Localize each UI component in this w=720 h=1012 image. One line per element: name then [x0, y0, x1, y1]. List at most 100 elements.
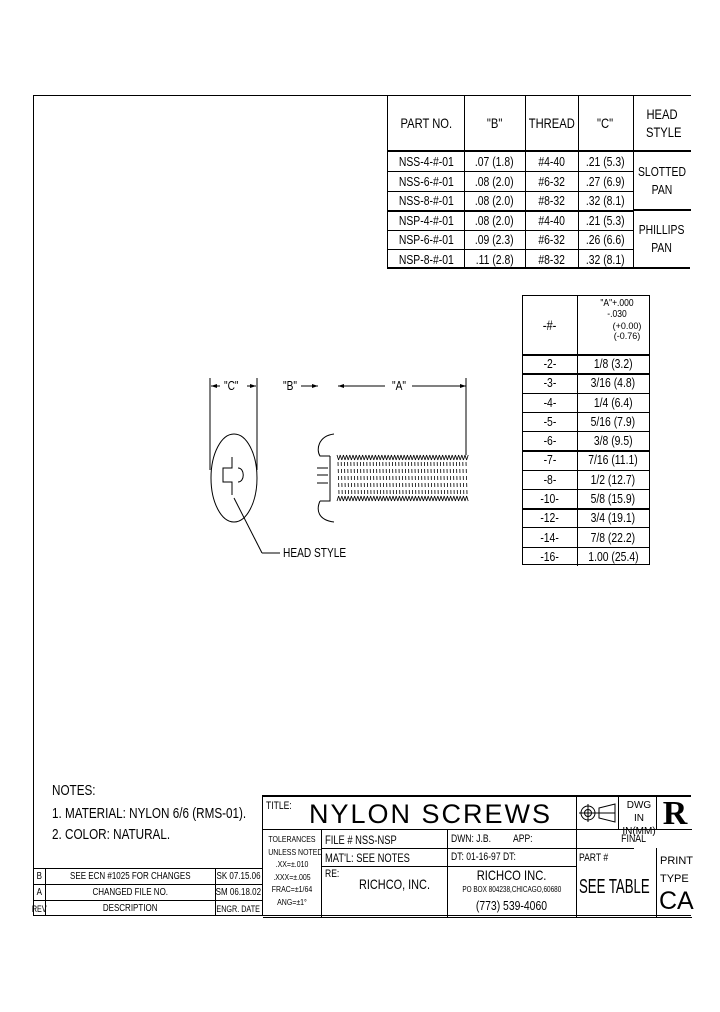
thread-line — [387, 495, 391, 502]
length-table-cell-text: 1/2 (12.7) — [590, 471, 636, 487]
thread-line — [411, 495, 415, 502]
part-table-cell-text: NSP-4-#-01 — [398, 212, 454, 228]
thread-line — [344, 495, 347, 502]
thread-line — [450, 454, 453, 461]
part-table-cell: NSP-4-#-01 — [388, 211, 464, 230]
thread-line — [338, 495, 341, 502]
thread-line — [464, 454, 467, 461]
company-name: RICHCO INC. — [476, 867, 547, 883]
thread-line — [445, 454, 448, 461]
thread-line — [401, 461, 404, 495]
note-2: 2. COLOR: NATURAL. — [52, 826, 171, 843]
part-table-cell-text: .11 (2.8) — [475, 251, 514, 267]
thread-line — [453, 454, 456, 461]
thread-line — [426, 495, 429, 502]
thread-line — [369, 461, 372, 495]
length-table-cell-text: -7- — [543, 452, 557, 468]
third-angle-projection-icon — [579, 803, 616, 823]
thread-line — [440, 461, 442, 495]
screw-drawing — [209, 378, 469, 554]
thread-line — [360, 495, 363, 502]
part-table-cell-text: NSP-8-#-01 — [398, 251, 454, 267]
thread-line — [464, 495, 467, 502]
length-table-cell-text: 3/16 (4.8) — [590, 375, 636, 391]
revision-description-text: CHANGED FILE NO. — [92, 887, 168, 898]
thread-line — [450, 495, 453, 502]
thread-line — [370, 495, 373, 502]
part-table-cell: .32 (8.1) — [578, 250, 633, 269]
revision-description: CHANGED FILE NO. — [45, 885, 215, 900]
length-table-cell: 5/16 (7.9) — [577, 412, 649, 431]
thread-line — [371, 495, 375, 502]
thread-line — [391, 454, 394, 461]
length-table-cell: -12- — [523, 508, 577, 527]
thread-line — [336, 454, 339, 461]
length-table-cell-text: -3- — [543, 375, 557, 391]
file-number: FILE # NSS-NSP — [325, 833, 397, 847]
thread-line — [350, 461, 353, 495]
length-table-cell: 1/2 (12.7) — [577, 470, 649, 489]
thread-line — [455, 495, 458, 502]
thread-line — [402, 495, 405, 502]
thread-line — [458, 495, 461, 502]
thread-line — [373, 454, 376, 461]
length-table-cell: -3- — [523, 373, 577, 392]
part-table-cell-text: #6-32 — [538, 232, 565, 247]
part-table-cell-text: NSS-8-#-01 — [398, 193, 454, 208]
length-table-cell-text: -10- — [540, 491, 560, 507]
revision-description: SEE ECN #1025 FOR CHANGES — [45, 869, 215, 884]
thread-line — [353, 461, 356, 495]
part-table-cell-text: NSP-6-#-01 — [398, 232, 454, 247]
part-table: PART NO. "B" THREAD "C" HEAD STYLE NSS-4… — [387, 95, 691, 269]
length-table-cell: 1.00 (25.4) — [577, 547, 649, 566]
head-style-phillips-pan: PHILLIPS PAN — [639, 221, 685, 255]
length-table-cell: 7/16 (11.1) — [577, 450, 649, 469]
thread-line — [389, 454, 392, 461]
part-table-cell-text: #8-32 — [538, 251, 565, 267]
header-b: "B" — [486, 115, 503, 131]
thread-line — [354, 454, 357, 461]
note-1: 1. MATERIAL: NYLON 6/6 (RMS-01). — [52, 805, 247, 822]
thread-line — [363, 454, 367, 461]
thread-line — [336, 495, 339, 502]
thread-line — [456, 461, 458, 495]
part-table-cell-text: .08 (2.0) — [475, 173, 514, 189]
part-table-cell: .09 (2.3) — [464, 230, 525, 249]
length-table-cell-text: -5- — [543, 413, 557, 429]
thread-line — [419, 495, 423, 502]
part-table-cell: #8-32 — [525, 191, 578, 210]
thread-line — [429, 495, 432, 502]
thread-line — [432, 454, 435, 461]
length-table-cell-text: -14- — [540, 529, 560, 545]
thread-line — [434, 454, 437, 461]
thread-line — [386, 495, 389, 502]
thread-line — [383, 454, 386, 461]
thread-line — [417, 461, 420, 495]
thread-line — [359, 454, 362, 461]
length-table-cell: -5- — [523, 412, 577, 431]
thread-line — [459, 495, 463, 502]
length-table-cell-text: -16- — [540, 548, 560, 564]
thread-line — [344, 454, 347, 461]
thread-line — [426, 454, 429, 461]
length-table-cell: 7/8 (22.2) — [577, 527, 649, 546]
thread-line — [430, 461, 433, 495]
thread-line — [439, 495, 442, 502]
revision-letter: B — [33, 869, 45, 884]
thread-line — [387, 454, 391, 461]
header-dash-number: -#- — [543, 317, 557, 333]
row-divider — [523, 354, 649, 356]
print-type-label: PRINT TYPE — [660, 855, 693, 885]
thread-line — [429, 454, 432, 461]
thread-line — [461, 454, 464, 461]
thread-line — [371, 454, 375, 461]
thread-line — [368, 454, 371, 461]
thread-line — [456, 495, 459, 502]
thread-line — [394, 454, 397, 461]
richco-logo: R — [662, 795, 688, 832]
thread-line — [403, 454, 407, 461]
thread-line — [376, 495, 379, 502]
length-table-cell-text: -4- — [543, 394, 557, 410]
length-table-cell: 3/8 (9.5) — [577, 431, 649, 450]
length-table-cell-text: -2- — [543, 356, 557, 372]
